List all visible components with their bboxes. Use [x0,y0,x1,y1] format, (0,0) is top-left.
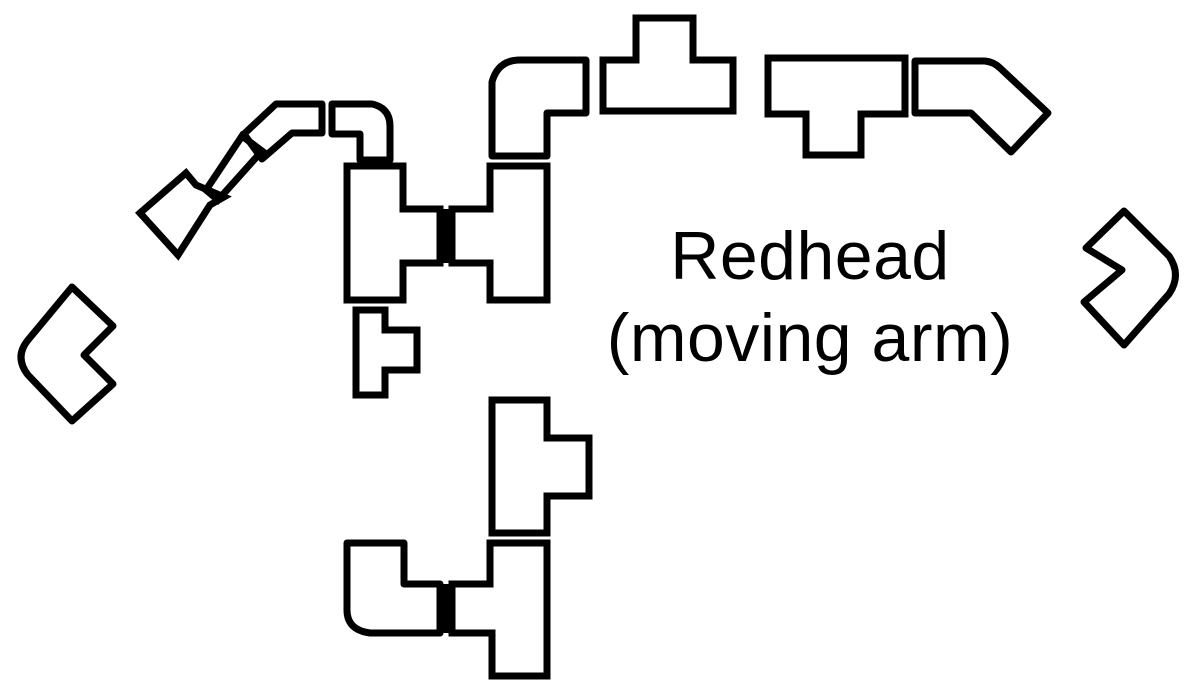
small-t-piece [352,306,421,399]
top-elbow-piece [488,56,590,160]
right-chevron-piece [1080,207,1179,349]
top-right-angled-piece [911,57,1052,156]
diagonal-link-elbow [240,100,326,163]
lower-t-piece [488,396,593,537]
h-right-block [448,162,551,304]
left-chevron-piece [17,283,117,425]
bottom-left-elbow [343,539,444,637]
h-left-block [343,162,444,304]
label-line-1: Redhead [670,218,950,294]
diagonal-link-middle [201,130,268,205]
small-elbow-piece [328,100,394,164]
label-line-2: (moving arm) [606,300,1014,376]
top-t-up-piece [599,14,737,115]
bottom-right-block [448,539,551,680]
top-t-down-piece [764,54,909,159]
moving-arm-label: Redhead (moving arm) [560,215,1060,379]
